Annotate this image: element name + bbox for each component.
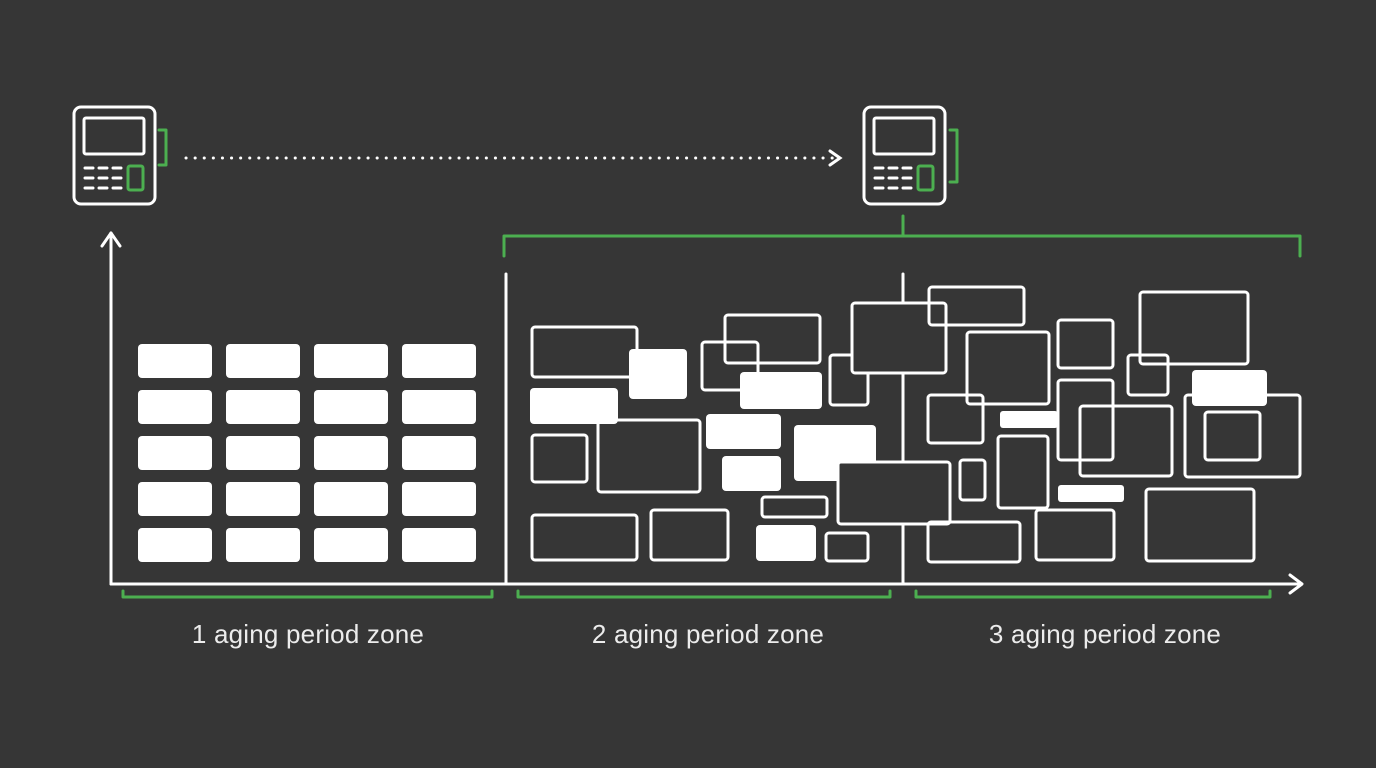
- zone-1-bracket: [121, 589, 494, 599]
- straddling-blocks: [836, 301, 952, 526]
- zones-2-3-bracket: [502, 214, 1302, 258]
- zone-2-bracket: [516, 589, 892, 599]
- zone-brackets: [121, 589, 1272, 599]
- transfer-arrow: [184, 149, 843, 167]
- zone-1-label: 1 aging period zone: [191, 619, 425, 649]
- payment-terminal-icon: [862, 105, 959, 206]
- zone-3-bracket: [914, 589, 1272, 599]
- zone-3-fragmented-blocks: [926, 285, 1302, 564]
- payment-terminal-icon: [72, 105, 168, 206]
- zone-1-ordered-blocks: [138, 344, 476, 562]
- zone-2-label: 2 aging period zone: [591, 619, 825, 649]
- zone-2-fragmented-blocks: [530, 313, 876, 563]
- zone-3-label: 3 aging period zone: [988, 619, 1222, 649]
